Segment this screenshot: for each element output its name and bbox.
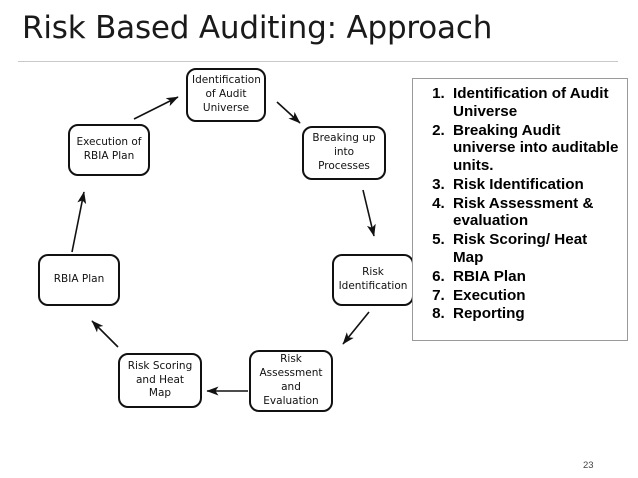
node-label-line: Execution of bbox=[76, 136, 142, 149]
arrow-risk-identification-to-risk-assessment bbox=[342, 311, 370, 345]
arrow-identification-to-breaking-up bbox=[276, 101, 301, 124]
arrow-risk-scoring-to-rbia-plan bbox=[91, 320, 119, 348]
node-breaking-up-into-processes[interactable]: Breaking up into Processes bbox=[302, 126, 386, 180]
page-title: Risk Based Auditing: Approach bbox=[22, 10, 493, 46]
list-item: Breaking Audit universe into auditable u… bbox=[449, 122, 621, 175]
node-label-line: RBIA Plan bbox=[53, 273, 105, 286]
page-number: 23 bbox=[583, 460, 594, 471]
node-label-line: Evaluation bbox=[263, 394, 319, 407]
list-item: Risk Scoring/ Heat Map bbox=[449, 231, 621, 267]
node-label-line: of Audit bbox=[205, 88, 247, 101]
node-label-line: Risk Scoring bbox=[127, 359, 193, 372]
node-label-line: Universe bbox=[202, 101, 250, 114]
list-item: Risk Identification bbox=[449, 176, 621, 194]
node-risk-assessment-and-evaluation[interactable]: Risk Assessment and Evaluation bbox=[249, 350, 333, 412]
node-label-line: and bbox=[281, 381, 301, 393]
node-label-line: Risk bbox=[280, 353, 302, 366]
node-label-line: Identification bbox=[338, 280, 408, 292]
node-risk-identification[interactable]: Risk Identification bbox=[332, 254, 414, 306]
list-item: RBIA Plan bbox=[449, 268, 621, 286]
node-label-line: RBIA Plan bbox=[83, 150, 135, 162]
node-label-line: Identification bbox=[192, 74, 261, 87]
steps-list: Identification of Audit Universe Breakin… bbox=[419, 85, 621, 323]
node-identification-of-audit-universe[interactable]: Identification of Audit Universe bbox=[186, 68, 266, 122]
title-divider bbox=[18, 61, 618, 62]
node-risk-scoring-and-heat-map[interactable]: Risk Scoring and Heat Map bbox=[118, 353, 202, 408]
node-execution-of-rbia-plan[interactable]: Execution of RBIA Plan bbox=[68, 124, 150, 176]
node-label-line: into bbox=[333, 146, 355, 159]
node-label-line: Processes bbox=[318, 159, 370, 172]
node-rbia-plan[interactable]: RBIA Plan bbox=[38, 254, 120, 306]
arrow-execution-to-identification bbox=[133, 96, 179, 120]
list-item: Risk Assessment & evaluation bbox=[449, 195, 621, 231]
node-label-line: Map bbox=[148, 387, 172, 400]
node-label-line: Breaking up bbox=[312, 132, 376, 145]
arrow-rbia-plan-to-execution bbox=[71, 191, 87, 253]
node-label-line: Assessment bbox=[259, 367, 323, 380]
steps-panel: Identification of Audit Universe Breakin… bbox=[412, 78, 628, 341]
arrow-breaking-up-to-risk-identification bbox=[362, 189, 376, 237]
node-label-line: Risk bbox=[362, 266, 384, 279]
list-item: Reporting bbox=[449, 305, 621, 323]
node-label-line: and Heat bbox=[136, 373, 184, 386]
list-item: Identification of Audit Universe bbox=[449, 85, 621, 121]
list-item: Execution bbox=[449, 287, 621, 305]
